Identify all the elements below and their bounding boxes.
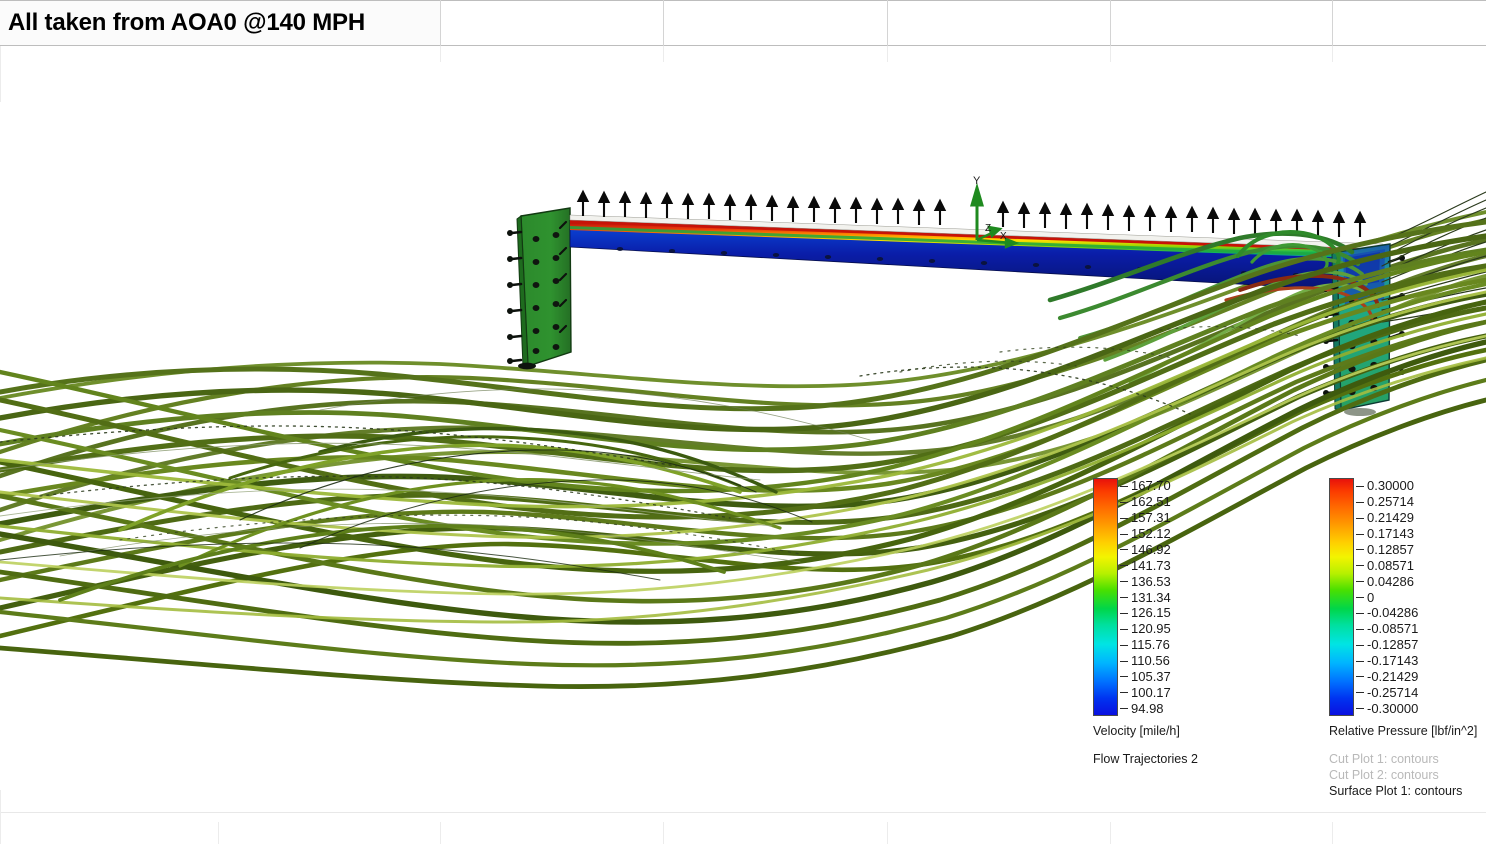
velocity-tick-label: 94.98 xyxy=(1131,700,1164,716)
pressure-tick xyxy=(1356,517,1364,519)
pressure-tick xyxy=(1356,501,1364,503)
pressure-tick xyxy=(1356,533,1364,535)
velocity-tick-label: 100.17 xyxy=(1131,684,1171,700)
velocity-tick xyxy=(1120,660,1128,662)
velocity-tick-label: 131.34 xyxy=(1131,589,1171,605)
pressure-tick xyxy=(1356,581,1364,583)
pressure-tick-label: 0.30000 xyxy=(1367,478,1414,494)
velocity-tick xyxy=(1120,581,1128,583)
velocity-tick-label: 157.31 xyxy=(1131,510,1171,526)
left-endplate xyxy=(507,207,572,370)
pressure-tick-label: 0.21429 xyxy=(1367,510,1414,526)
pressure-tick-label: 0.04286 xyxy=(1367,573,1414,589)
velocity-tick xyxy=(1120,549,1128,551)
pressure-tick xyxy=(1356,565,1364,567)
pressure-tick-label: 0.12857 xyxy=(1367,541,1414,557)
velocity-tick xyxy=(1120,644,1128,646)
velocity-legend-caption: Velocity [mile/h] xyxy=(1093,724,1180,738)
velocity-tick-label: 120.95 xyxy=(1131,621,1171,637)
pressure-tick xyxy=(1356,708,1364,710)
velocity-legend-source[interactable]: Flow Trajectories 2 xyxy=(1093,752,1198,766)
velocity-tick xyxy=(1120,612,1128,614)
velocity-tick-marks xyxy=(1118,478,1130,716)
velocity-tick-label: 146.92 xyxy=(1131,541,1171,557)
velocity-tick-label: 105.37 xyxy=(1131,668,1171,684)
velocity-tick xyxy=(1120,708,1128,710)
velocity-tick xyxy=(1120,517,1128,519)
streamline-group-main xyxy=(0,219,1486,689)
y-axis-label: Y xyxy=(973,175,981,187)
pressure-tick-label: -0.21429 xyxy=(1367,668,1419,684)
plate-shadow xyxy=(1344,408,1376,416)
pressure-tick-label: 0.25714 xyxy=(1367,494,1414,510)
pressure-tick-label: 0.17143 xyxy=(1367,526,1414,541)
velocity-tick xyxy=(1120,676,1128,678)
velocity-tick-label: 126.15 xyxy=(1131,605,1171,621)
velocity-tick xyxy=(1120,692,1128,694)
velocity-tick xyxy=(1120,628,1128,630)
z-axis-label: Z xyxy=(985,223,991,234)
velocity-tick xyxy=(1120,597,1128,598)
velocity-tick-label: 167.70 xyxy=(1131,478,1171,494)
title-cell[interactable]: All taken from AOA0 @140 MPH xyxy=(0,1,440,45)
velocity-tick-label: 136.53 xyxy=(1131,573,1171,589)
pressure-tick-label: -0.12857 xyxy=(1367,637,1419,653)
velocity-tick-label: 162.51 xyxy=(1131,494,1171,510)
pressure-tick xyxy=(1356,612,1364,614)
pressure-legend-caption: Relative Pressure [lbf/in^2] xyxy=(1329,724,1478,738)
pressure-tick-label: -0.08571 xyxy=(1367,621,1419,637)
velocity-tick xyxy=(1120,565,1128,567)
axis-triad: Y Z X xyxy=(969,175,1020,249)
pressure-tick-label: 0.08571 xyxy=(1367,557,1414,573)
velocity-color-bar xyxy=(1093,478,1118,716)
velocity-tick-label: 110.56 xyxy=(1131,653,1170,668)
pressure-legend-source-cut-plot-2[interactable]: Cut Plot 2: contours xyxy=(1329,768,1439,782)
y-axis xyxy=(969,182,985,240)
velocity-tick xyxy=(1120,501,1128,503)
page-title: All taken from AOA0 @140 MPH xyxy=(8,9,366,36)
pressure-tick xyxy=(1356,660,1364,662)
pressure-legend-source-surface-plot-1[interactable]: Surface Plot 1: contours xyxy=(1329,784,1463,798)
pressure-tick xyxy=(1356,628,1364,630)
x-axis-label: X xyxy=(1000,231,1007,242)
pressure-color-bar xyxy=(1329,478,1354,716)
x-axis xyxy=(976,237,1020,249)
pressure-tick xyxy=(1356,644,1364,646)
pressure-vector-arrows xyxy=(576,189,1367,237)
z-axis xyxy=(976,225,1003,242)
pressure-tick xyxy=(1356,676,1364,678)
pressure-tick xyxy=(1356,549,1364,551)
pressure-tick-label: -0.17143 xyxy=(1367,653,1419,668)
velocity-tick-label: 152.12 xyxy=(1131,526,1171,541)
pressure-tick-label: -0.04286 xyxy=(1367,605,1419,621)
velocity-tick-label: 141.73 xyxy=(1131,557,1171,573)
pressure-tick xyxy=(1356,485,1364,487)
pressure-tick xyxy=(1356,692,1364,694)
pressure-tick-label: -0.25714 xyxy=(1367,684,1419,700)
velocity-tick xyxy=(1120,533,1128,535)
pressure-tick-label: -0.30000 xyxy=(1367,700,1419,716)
velocity-tick-label: 115.76 xyxy=(1131,637,1170,653)
pressure-legend-source-cut-plot-1[interactable]: Cut Plot 1: contours xyxy=(1329,752,1439,766)
pressure-tick-marks xyxy=(1354,478,1366,716)
pressure-tick-label: 0 xyxy=(1367,589,1375,605)
pressure-tick xyxy=(1356,597,1364,598)
velocity-tick xyxy=(1120,485,1128,487)
